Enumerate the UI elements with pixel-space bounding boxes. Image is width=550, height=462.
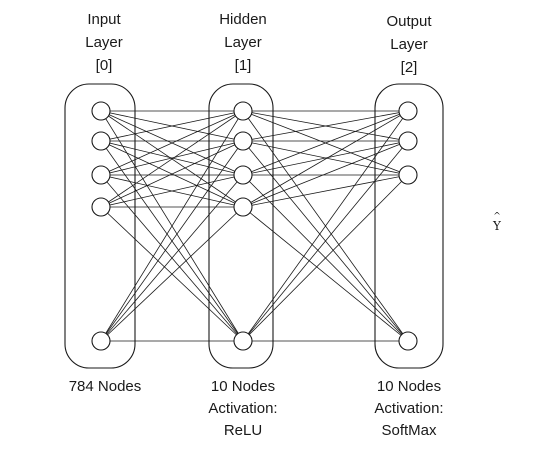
hidden-node-0 xyxy=(233,101,253,121)
output-layer-activation-value: SoftMax xyxy=(381,422,437,439)
hidden-layer-activation-value: ReLU xyxy=(223,422,263,439)
input-layer-title-line1: Input xyxy=(87,11,121,28)
layer-boxes xyxy=(64,83,444,369)
hidden-layer-header: Hidden Layer [1] xyxy=(188,8,298,77)
output-layer-footer: 10 Nodes Activation: SoftMax xyxy=(344,376,474,442)
connection-hidden-4-to-output-2 xyxy=(242,174,409,342)
output-node-1 xyxy=(398,131,418,151)
connection-input-1-to-hidden-0 xyxy=(100,110,244,142)
hidden-layer-box xyxy=(208,83,274,369)
connection-input-3-to-hidden-0 xyxy=(100,110,244,208)
connection-hidden-4-to-output-1 xyxy=(242,140,409,342)
connection-input-3-to-hidden-2 xyxy=(100,174,244,208)
input-node-1 xyxy=(91,131,111,151)
input-node-2 xyxy=(91,165,111,185)
connection-hidden-1-to-output-0 xyxy=(242,110,409,142)
connection-input-4-to-hidden-0 xyxy=(100,110,244,342)
hidden-node-2 xyxy=(233,165,253,185)
input-layer-title-line2: Layer xyxy=(85,34,123,51)
connection-input-4-to-hidden-3 xyxy=(100,206,244,342)
connection-input-2-to-hidden-0 xyxy=(100,110,244,176)
output-layer-box xyxy=(374,83,444,369)
connection-input-4-to-hidden-1 xyxy=(100,140,244,342)
connection-hidden-4-to-output-0 xyxy=(242,110,409,342)
input-layer-header: Input Layer [0] xyxy=(49,8,159,77)
output-layer-title-line2: Layer xyxy=(390,36,428,53)
output-layer-header: Output Layer [2] xyxy=(354,10,464,79)
connection-input-4-to-hidden-2 xyxy=(100,174,244,342)
input-layer-nodes-label: 784 Nodes xyxy=(68,378,142,395)
hidden-layer-activation-heading: Activation: xyxy=(208,400,278,417)
hidden-layer-nodes-label: 10 Nodes xyxy=(210,378,276,395)
output-layer-index: [2] xyxy=(400,59,418,76)
output-layer-activation-heading: Activation: xyxy=(374,400,444,417)
connection-hidden-3-to-output-1 xyxy=(242,140,409,208)
input-layer-footer: 784 Nodes xyxy=(40,376,170,398)
input-layer-index: [0] xyxy=(95,57,113,74)
connection-hidden-3-to-output-0 xyxy=(242,110,409,208)
output-layer-nodes-label: 10 Nodes xyxy=(376,378,442,395)
output-y-hat-symbol: ^ Y xyxy=(490,212,504,233)
connections xyxy=(100,110,409,342)
input-layer-box xyxy=(64,83,136,369)
y-symbol: Y xyxy=(493,219,501,233)
connection-input-3-to-hidden-1 xyxy=(100,140,244,208)
y-hat-accent: ^ xyxy=(493,212,501,222)
hidden-layer-index: [1] xyxy=(234,57,252,74)
connection-hidden-3-to-output-3 xyxy=(242,206,409,342)
output-layer-title-line1: Output xyxy=(386,13,432,30)
hidden-layer-footer: 10 Nodes Activation: ReLU xyxy=(178,376,308,442)
output-node-0 xyxy=(398,101,418,121)
output-node-3 xyxy=(398,331,418,351)
input-node-4 xyxy=(91,331,111,351)
input-node-0 xyxy=(91,101,111,121)
output-node-2 xyxy=(398,165,418,185)
connection-input-2-to-hidden-1 xyxy=(100,140,244,176)
hidden-layer-title-line1: Hidden xyxy=(219,11,267,28)
nodes xyxy=(91,101,418,351)
connection-hidden-2-to-output-1 xyxy=(242,140,409,176)
connection-hidden-2-to-output-0 xyxy=(242,110,409,176)
hidden-node-1 xyxy=(233,131,253,151)
input-node-3 xyxy=(91,197,111,217)
hidden-node-3 xyxy=(233,197,253,217)
hidden-node-4 xyxy=(233,331,253,351)
connection-hidden-3-to-output-2 xyxy=(242,174,409,208)
hidden-layer-title-line2: Layer xyxy=(224,34,262,51)
